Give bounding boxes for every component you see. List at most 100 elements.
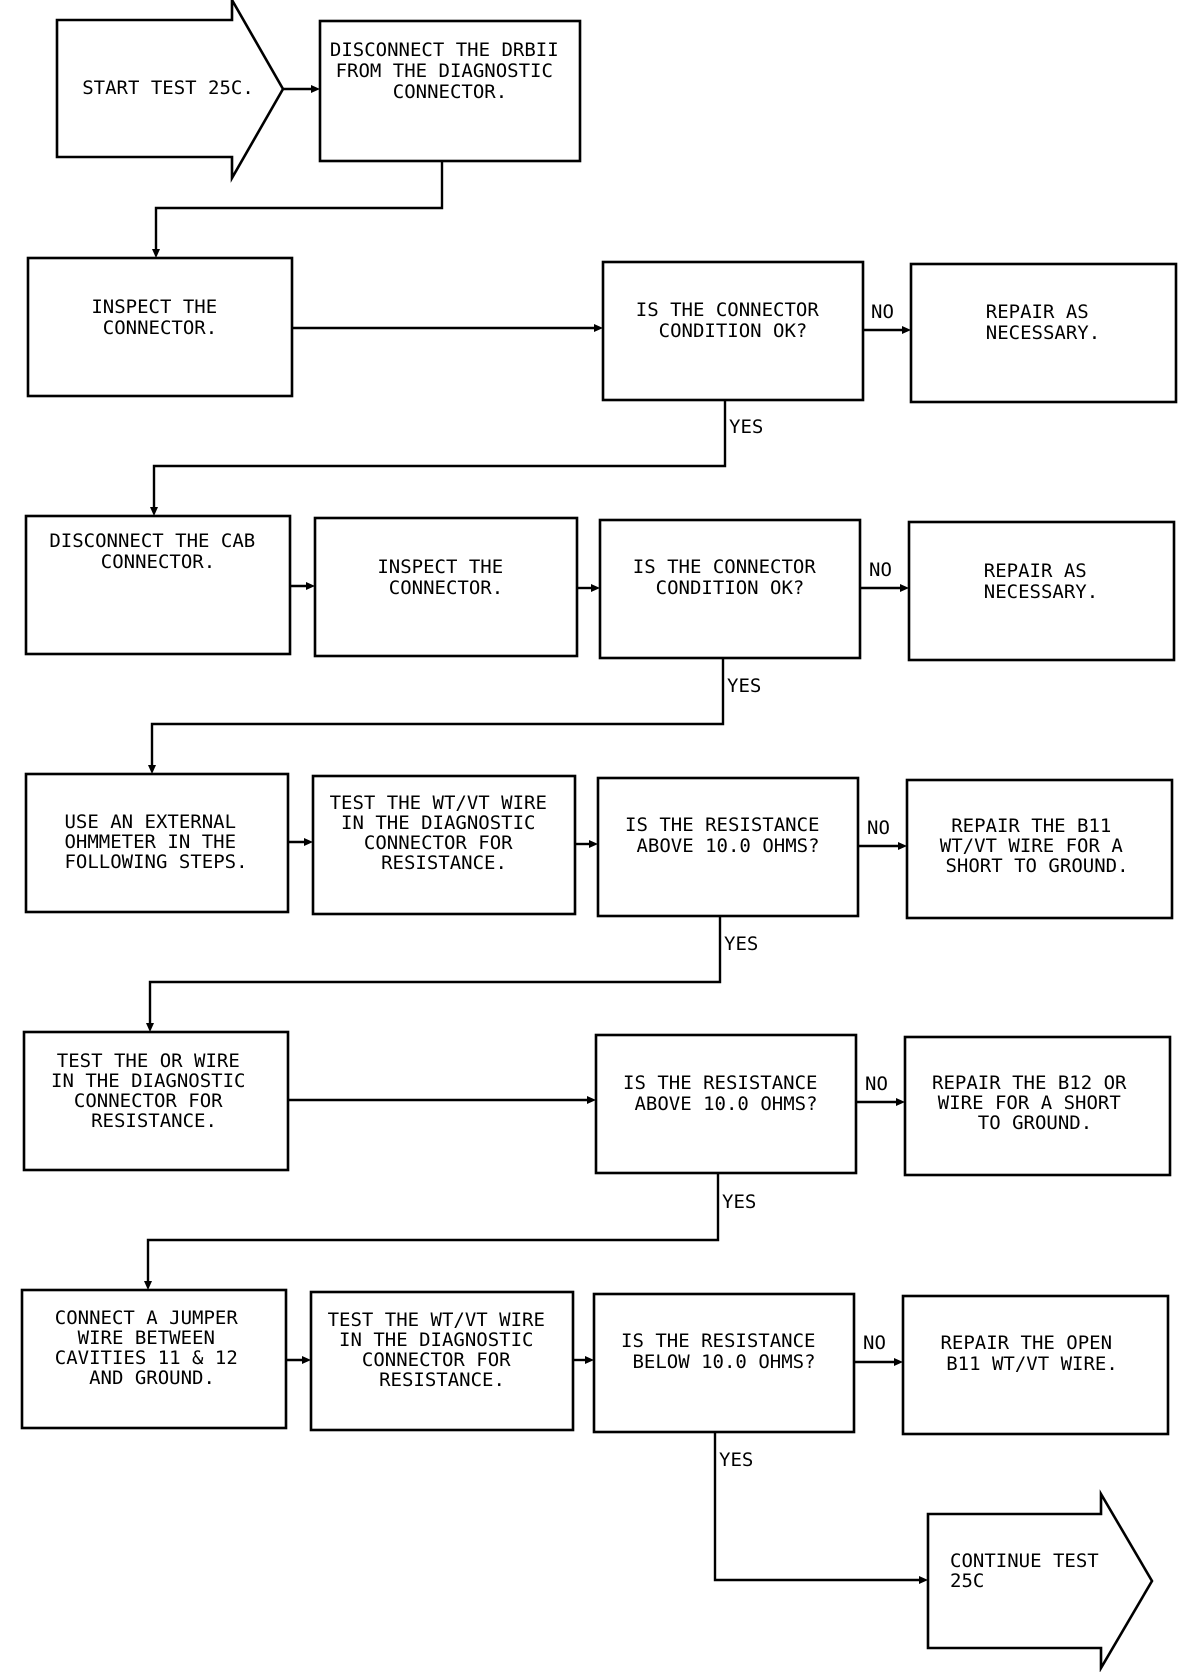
step-text-s3: DISCONNECT THE CAB CONNECTOR. [49, 530, 266, 573]
arrowhead [900, 584, 909, 592]
arrowhead [148, 765, 156, 774]
step-line: IN THE DIAGNOSTIC [51, 1070, 245, 1092]
step-line: DISCONNECT THE CAB [49, 530, 255, 552]
step-box-s4 [313, 516, 579, 658]
step-line: USE AN EXTERNAL [64, 811, 236, 833]
step-text-s6: TEST THE WT/VT WIRE IN THE DIAGNOSTIC CO… [330, 792, 559, 874]
decision-line: IS THE RESISTANCE [625, 814, 819, 836]
step-box-s1 [318, 19, 582, 163]
branch-label-no: NO [863, 1332, 886, 1354]
step-text-s8: CONNECT A JUMPER WIRE BETWEEN CAVITIES 1… [55, 1307, 249, 1389]
connector [154, 161, 444, 250]
arrowhead [152, 249, 160, 258]
step-line: WIRE BETWEEN [78, 1327, 215, 1349]
step-box-s8 [20, 1288, 288, 1430]
repair-box-r2 [907, 520, 1176, 662]
step-line: AND GROUND. [89, 1367, 215, 1389]
connectors [144, 85, 928, 1584]
step-line: FOLLOWING STEPS. [64, 851, 247, 873]
step-line: INSPECT THE [377, 556, 503, 578]
start-label-line: START TEST 25C. [82, 77, 254, 99]
repair-box-r5 [901, 1294, 1170, 1436]
repair-line: WT/VT WIRE FOR A [940, 835, 1124, 857]
arrowhead [306, 582, 315, 590]
step-line: CONNECT A JUMPER [55, 1307, 239, 1329]
decision-line: ABOVE 10.0 OHMS? [636, 835, 819, 857]
decision-box-d1 [601, 260, 865, 402]
step-text-s7: TEST THE OR WIRE IN THE DIAGNOSTIC CONNE… [51, 1050, 257, 1132]
step-line: RESISTANCE. [91, 1110, 217, 1132]
arrowhead [902, 326, 911, 334]
arrowhead [919, 1576, 928, 1584]
step-line: DISCONNECT THE DRBII [330, 39, 559, 61]
branch-label-no: NO [867, 817, 890, 839]
step-line: IN THE DIAGNOSTIC [339, 1329, 533, 1351]
decision-line: ABOVE 10.0 OHMS? [634, 1093, 817, 1115]
step-line: RESISTANCE. [381, 852, 507, 874]
step-line: CONNECTOR FOR [362, 1349, 511, 1371]
repair-line: REPAIR THE OPEN [940, 1332, 1112, 1354]
branch-label-yes: YES [727, 675, 761, 697]
decision-text-d3: IS THE RESISTANCE ABOVE 10.0 OHMS? [625, 814, 831, 857]
decision-box-d2 [598, 518, 862, 660]
step-line: CAVITIES 11 & 12 [55, 1347, 238, 1369]
decision-box-d5 [592, 1292, 856, 1434]
arrowhead [144, 1281, 152, 1290]
step-text-s4: INSPECT THE CONNECTOR. [377, 556, 514, 599]
step-box-s6 [311, 774, 577, 916]
step-text-s5: USE AN EXTERNAL OHMMETER IN THE FOLLOWIN… [64, 811, 247, 873]
connector [150, 658, 725, 766]
arrowhead [302, 1356, 311, 1364]
step-line: CONNECTOR. [389, 577, 503, 599]
step-line: RESISTANCE. [379, 1369, 505, 1391]
step-box-s2 [26, 256, 294, 398]
connector [146, 1173, 720, 1282]
decision-text-d4: IS THE RESISTANCE ABOVE 10.0 OHMS? [623, 1072, 829, 1115]
repair-line: NECESSARY. [984, 581, 1098, 603]
step-line: CONNECTOR. [101, 551, 215, 573]
step-text-s2: INSPECT THE CONNECTOR. [91, 296, 228, 339]
decision-line: BELOW 10.0 OHMS? [632, 1351, 815, 1373]
decision-text-d1: IS THE CONNECTOR CONDITION OK? [636, 299, 830, 342]
repair-text-r4: REPAIR THE B12 OR WIRE FOR A SHORT TO GR… [932, 1072, 1138, 1134]
arrowhead [150, 507, 158, 516]
step-line: FROM THE DIAGNOSTIC [336, 60, 553, 82]
repair-line: REPAIR THE B11 [951, 815, 1111, 837]
branch-label-no: NO [871, 301, 894, 323]
arrowhead [896, 1098, 905, 1106]
step-line: OHMMETER IN THE [64, 831, 236, 853]
decision-line: IS THE RESISTANCE [623, 1072, 817, 1094]
decision-line: IS THE RESISTANCE [621, 1330, 815, 1352]
decision-box-d4 [594, 1033, 858, 1175]
arrowhead [594, 324, 603, 332]
repair-line: NECESSARY. [986, 322, 1100, 344]
branch-label-no: NO [865, 1073, 888, 1095]
start-arrow-shape [55, 0, 285, 183]
step-line: CONNECTOR FOR [364, 832, 513, 854]
decision-line: CONDITION OK? [656, 577, 805, 599]
decision-line: IS THE CONNECTOR [636, 299, 820, 321]
continue-arrow-shape [926, 1489, 1154, 1672]
arrowhead [585, 1356, 594, 1364]
repair-box-r4 [903, 1035, 1172, 1177]
arrowhead [589, 840, 598, 848]
branch-label-yes: YES [722, 1191, 756, 1213]
step-line: CONNECTOR FOR [74, 1090, 223, 1112]
decision-line: IS THE CONNECTOR [633, 556, 817, 578]
start-label: START TEST 25C. [82, 77, 254, 99]
repair-line: WIRE FOR A SHORT [938, 1092, 1121, 1114]
connector [152, 400, 727, 508]
arrowhead [311, 85, 320, 93]
repair-text-r2: REPAIR AS NECESSARY. [984, 560, 1098, 603]
step-box-s9 [309, 1290, 575, 1432]
decision-text-d2: IS THE CONNECTOR CONDITION OK? [633, 556, 827, 599]
step-line: CONNECTOR. [103, 317, 217, 339]
repair-box-r3 [905, 778, 1174, 920]
step-text-s1: DISCONNECT THE DRBII FROM THE DIAGNOSTIC… [330, 39, 570, 103]
arrowhead [591, 584, 600, 592]
branch-label-yes: YES [724, 933, 758, 955]
arrowhead [146, 1023, 154, 1032]
repair-text-r1: REPAIR AS NECESSARY. [986, 301, 1100, 344]
step-line: CONNECTOR. [393, 81, 507, 103]
